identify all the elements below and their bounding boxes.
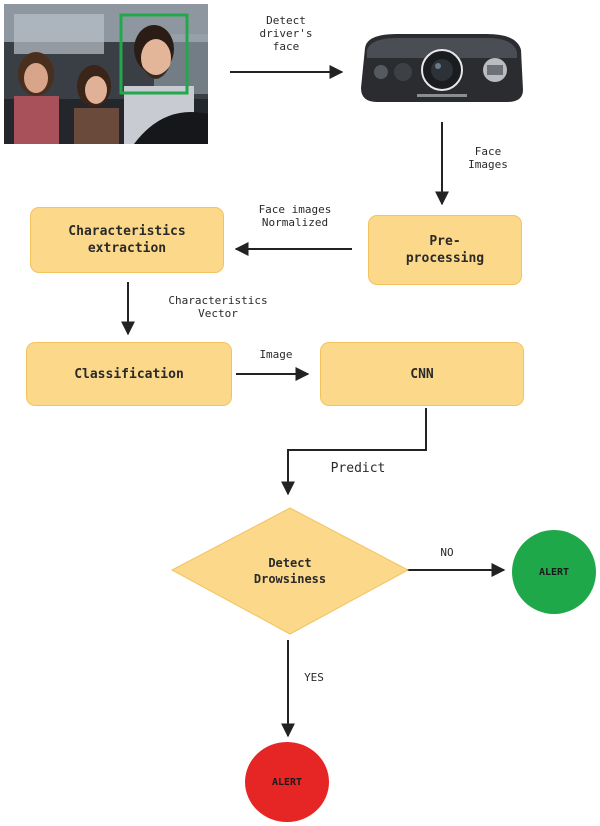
arrow-cnn-to-decision [281, 408, 427, 496]
dashcam-icon [361, 34, 523, 102]
alert-yes-label: ALERT [271, 776, 303, 788]
label-yes: YES [304, 671, 324, 684]
node-classification-label: Classification [74, 366, 184, 382]
label-face-images-normalized: Face images Normalized [258, 203, 332, 229]
label-predict: Predict [330, 461, 386, 476]
node-cnn: CNN [320, 342, 524, 406]
alert-no-label: ALERT [538, 566, 570, 578]
node-classification: Classification [26, 342, 232, 406]
node-cnn-label: CNN [410, 366, 434, 382]
dashcam-device [357, 28, 527, 106]
decision-diamond [170, 507, 410, 635]
driver-car-photo-icon [4, 4, 208, 144]
label-no: NO [440, 546, 454, 559]
node-characteristics-extraction-label: Characteristics extraction [68, 224, 186, 256]
node-preprocessing: Pre- processing [368, 215, 522, 285]
label-face-images: Face Images [468, 145, 508, 171]
node-preprocessing-label: Pre- processing [405, 234, 485, 266]
label-characteristics-vector: Characteristics Vector [168, 294, 268, 320]
alert-yes-circle: ALERT [245, 742, 329, 822]
label-detect-face: Detect driver's face [259, 14, 313, 53]
driver-car-photo [4, 4, 208, 144]
node-characteristics-extraction: Characteristics extraction [30, 207, 224, 273]
decision-label: Detect Drowsiness [253, 556, 327, 586]
alert-no-circle: ALERT [512, 530, 596, 614]
label-image: Image [259, 348, 293, 361]
